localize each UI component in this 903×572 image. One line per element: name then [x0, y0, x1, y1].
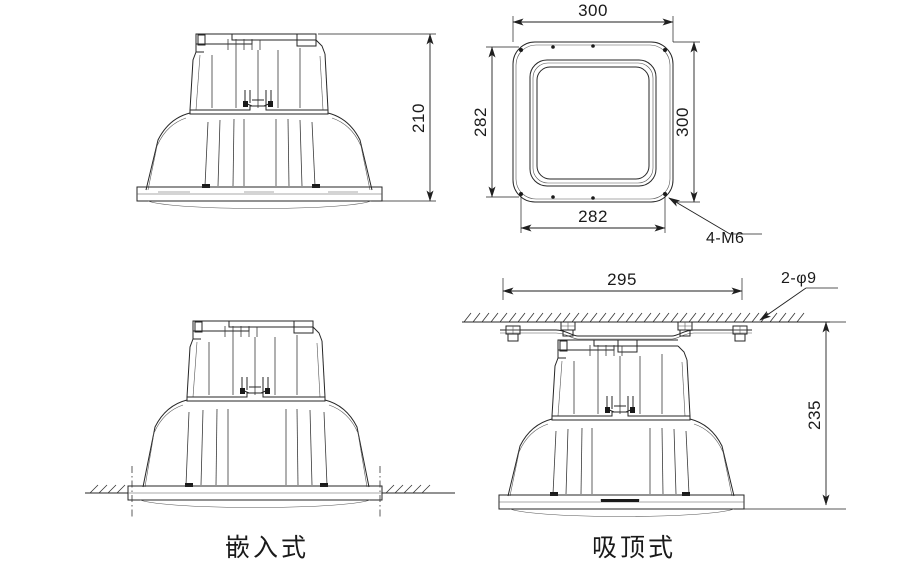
fixture-upper-housing-2 — [186, 320, 326, 402]
bolt-3 — [677, 321, 693, 337]
mounting-bolts — [505, 321, 748, 342]
fixture-flange-3 — [498, 494, 745, 517]
dimension-label-300-right: 300 — [673, 107, 692, 137]
bolt-4 — [732, 325, 748, 342]
annotation-4-m6: 4-M6 — [668, 197, 762, 247]
view-surface-mount-install: 295 235 2-φ9 吸顶式 — [462, 270, 846, 562]
connector-block-3 — [605, 396, 635, 413]
bolt-2 — [560, 321, 576, 337]
dimension-label-235: 235 — [805, 400, 824, 430]
dimension-label-282-bottom: 282 — [578, 207, 608, 226]
lower-ribs-3 — [552, 427, 690, 495]
upper-ribs — [211, 48, 301, 108]
view-front-elevation-upper: 210 — [136, 33, 436, 209]
edge-screws — [551, 44, 595, 200]
fixture-flange — [136, 186, 383, 209]
corner-screw-holes — [519, 48, 667, 196]
dimension-label-282-left: 282 — [471, 107, 490, 137]
fixture-lower-cone-2 — [142, 399, 370, 488]
fixture-lower-cone — [145, 112, 373, 191]
plan-outer-body — [512, 41, 674, 203]
dimension-width-300-top: 300 — [512, 1, 674, 42]
ceiling-hatch-left — [89, 484, 126, 494]
heatsink-comb-fins-3 — [589, 345, 623, 356]
upper-ribs-2 — [208, 335, 298, 395]
caption-surface-mount: 吸顶式 — [592, 533, 676, 562]
bolt-1 — [505, 325, 521, 342]
lower-ribs-2 — [185, 408, 328, 486]
annotation-label-4-m6: 4-M6 — [706, 230, 744, 247]
annotation-label-2-phi9: 2-φ9 — [781, 270, 817, 287]
fixture-upper-housing — [189, 33, 329, 115]
ceiling-hatch-surface — [463, 312, 805, 323]
lower-ribs — [204, 118, 316, 187]
fixture-body-surface — [551, 339, 691, 421]
view-plan-square: 300 282 300 282 4-M6 — [471, 1, 762, 247]
heatsink-comb-fins — [227, 39, 261, 50]
dimension-span-295: 295 — [502, 270, 743, 300]
mounting-bracket-plate — [500, 329, 752, 340]
heatsink-comb-fins-2 — [224, 326, 258, 337]
connector-block-2 — [240, 377, 270, 394]
view-recessed-install: 嵌入式 — [85, 320, 455, 562]
dimension-height-282-left: 282 — [471, 46, 519, 198]
ceiling-plane-recessed — [85, 466, 455, 517]
dimension-label-210: 210 — [409, 103, 428, 133]
dimension-label-300-top: 300 — [578, 1, 608, 20]
annotation-2-phi9: 2-φ9 — [759, 270, 838, 321]
dimension-width-282-bottom: 282 — [520, 196, 666, 233]
dimension-label-295: 295 — [607, 270, 637, 289]
ceiling-hatch-right — [385, 484, 431, 494]
fixture-lower-cone-3 — [507, 418, 735, 497]
caption-recessed: 嵌入式 — [225, 533, 309, 562]
dimension-height-235: 235 — [744, 321, 846, 510]
dimension-height-210: 210 — [318, 33, 436, 202]
upper-ribs-3 — [573, 354, 663, 414]
